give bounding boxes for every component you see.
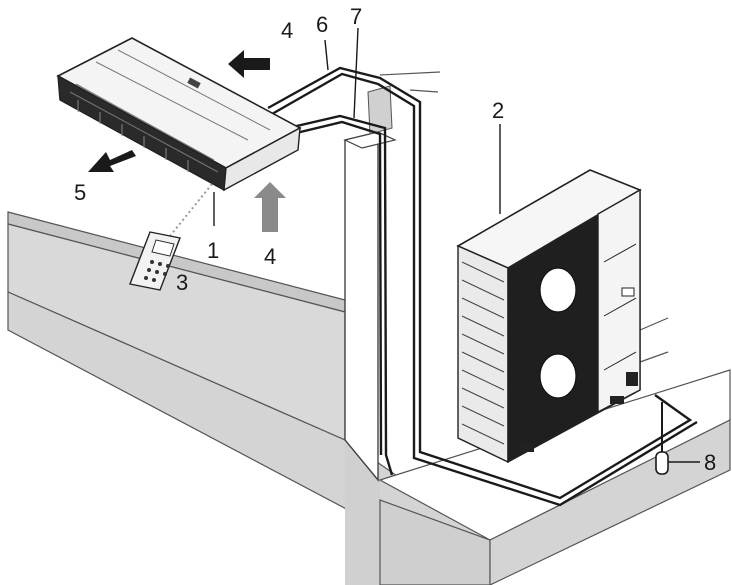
remote-controller — [129, 231, 181, 291]
air-inlet-arrow-bottom — [254, 182, 286, 232]
refrigerant-pipes — [267, 66, 698, 507]
wall-pillar — [344, 131, 379, 482]
air-outlet-arrow — [88, 150, 136, 172]
callout-air-outlet: 5 — [74, 180, 87, 205]
outdoor-unit — [456, 169, 642, 464]
drain-hose-end — [655, 451, 669, 475]
callout-drain-hose: 8 — [704, 450, 717, 475]
callout-air-inlet-top: 4 — [281, 18, 294, 43]
indoor-unit — [56, 37, 302, 192]
callout-refrigerant-pipe: 6 — [316, 12, 329, 37]
callout-air-inlet-bottom: 4 — [264, 244, 277, 269]
callout-indoor-unit: 1 — [207, 238, 220, 263]
leader-lines — [213, 27, 700, 463]
callout-drain-pipe: 7 — [350, 4, 363, 29]
building-structure — [7, 71, 731, 585]
callout-remote-controller: 3 — [176, 270, 189, 295]
air-inlet-arrow-top — [228, 50, 270, 78]
callout-outdoor-unit: 2 — [492, 98, 505, 123]
airflow-arrows — [88, 50, 286, 232]
